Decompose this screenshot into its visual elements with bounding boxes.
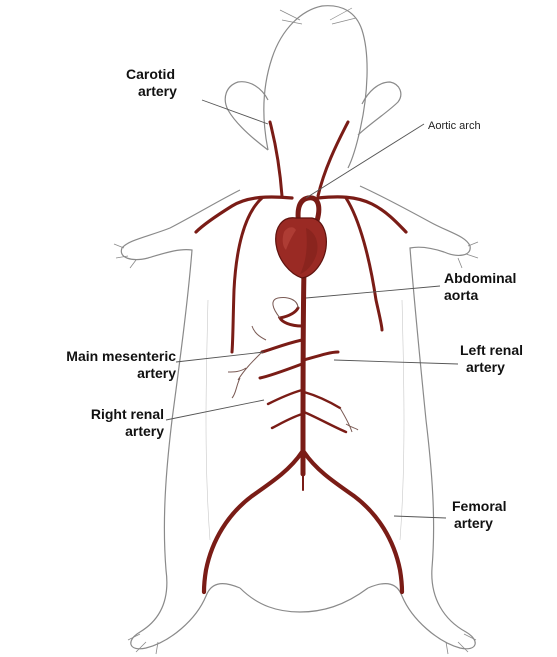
left-femoral-artery — [204, 452, 302, 592]
label-abdominal-line2: aorta — [444, 287, 516, 304]
left-upper-twig — [252, 326, 266, 340]
front-paw-left — [114, 244, 136, 268]
label-abdominal-aorta: Abdominal aorta — [444, 270, 516, 304]
leader-right-renal — [166, 400, 264, 420]
lumbar-branches — [268, 390, 346, 432]
left-thoracic-branch — [232, 198, 262, 352]
left-mesenteric-twig — [228, 352, 262, 398]
leader-left-renal — [334, 360, 458, 364]
hip-outline — [240, 588, 368, 612]
leader-aortic-arch — [306, 124, 424, 198]
right-carotid-artery — [318, 122, 348, 196]
label-abdominal-line1: Abdominal — [444, 270, 516, 287]
label-mesenteric-line1: Main mesenteric — [14, 348, 176, 365]
minor-vessels — [228, 297, 358, 432]
gut-loop — [273, 297, 298, 318]
left-renal-vessel — [304, 352, 338, 360]
label-femoral-line1: Femoral — [452, 498, 506, 515]
label-carotid-line2: artery — [126, 83, 177, 100]
label-aortic-arch: Aortic arch — [428, 120, 481, 133]
right-thoracic-branch — [346, 198, 382, 330]
label-femoral-artery: Femoral artery — [452, 498, 506, 532]
label-main-mesenteric-artery: Main mesenteric artery — [14, 348, 176, 382]
left-carotid-artery — [270, 122, 282, 196]
label-right-renal-line1: Right renal — [40, 406, 164, 423]
label-right-renal-line2: artery — [40, 423, 164, 440]
label-left-renal-line2: artery — [460, 359, 523, 376]
head-outline — [264, 6, 367, 168]
label-right-renal-artery: Right renal artery — [40, 406, 164, 440]
right-renal-vessel — [260, 364, 302, 378]
right-femoral-artery — [304, 452, 402, 592]
heart — [276, 218, 327, 278]
heart-shape — [276, 218, 327, 278]
rat-body-outline — [114, 6, 478, 654]
label-carotid-artery: Carotid artery — [126, 66, 177, 100]
leader-main-mesenteric — [176, 352, 264, 362]
right-renal-twig — [340, 408, 358, 432]
label-left-renal-artery: Left renal artery — [460, 342, 523, 376]
label-left-renal-line1: Left renal — [460, 342, 523, 359]
torso-right-outline — [360, 186, 475, 649]
abdominal-aorta — [303, 270, 304, 474]
label-mesenteric-line2: artery — [14, 365, 176, 382]
main-mesenteric-vessel — [262, 308, 302, 352]
whiskers — [280, 8, 356, 24]
label-carotid-line1: Carotid — [126, 66, 177, 83]
hind-paw-left — [128, 634, 158, 654]
leader-lines — [166, 100, 458, 518]
label-femoral-line2: artery — [452, 515, 506, 532]
